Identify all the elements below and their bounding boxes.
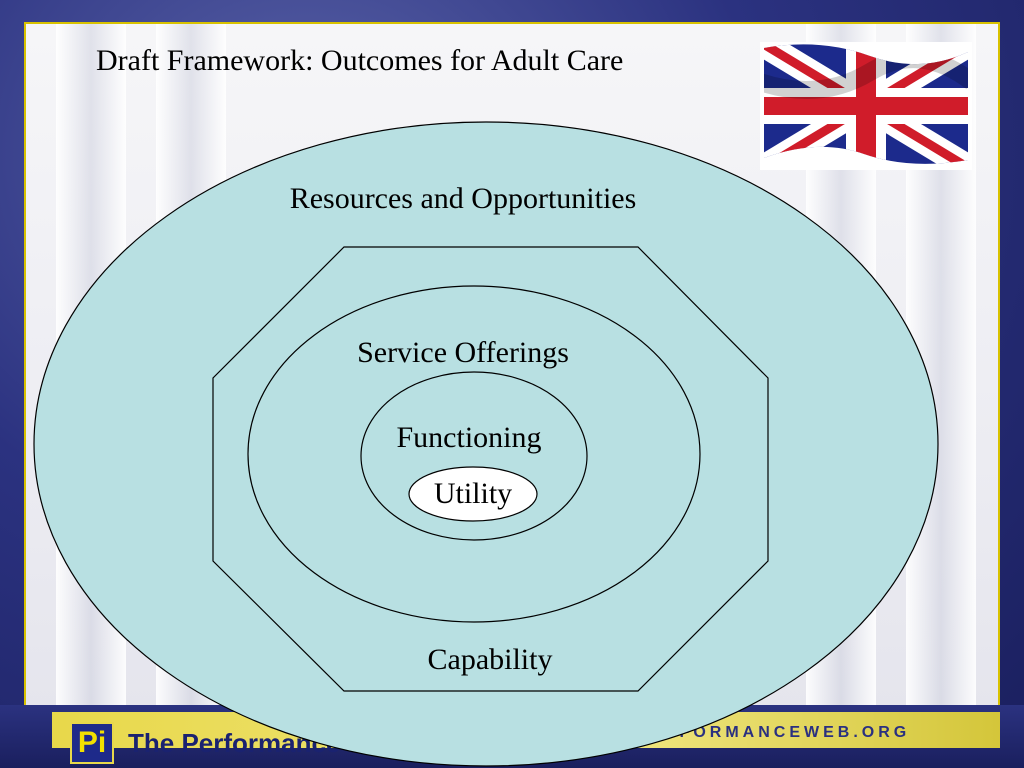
pi-logo-icon: Pi <box>70 722 114 764</box>
outer-label: Resources and Opportunities <box>290 182 637 215</box>
slide-title: Draft Framework: Outcomes for Adult Care <box>96 44 624 77</box>
footer-url: RFORMANCEWEB.ORG <box>664 724 911 741</box>
functioning-label: Functioning <box>396 421 541 454</box>
utility-label: Utility <box>434 477 512 510</box>
capability-label: Capability <box>428 643 553 676</box>
union-jack-flag-icon <box>760 42 972 170</box>
utility-ellipse <box>408 466 538 522</box>
service-label: Service Offerings <box>357 336 569 369</box>
